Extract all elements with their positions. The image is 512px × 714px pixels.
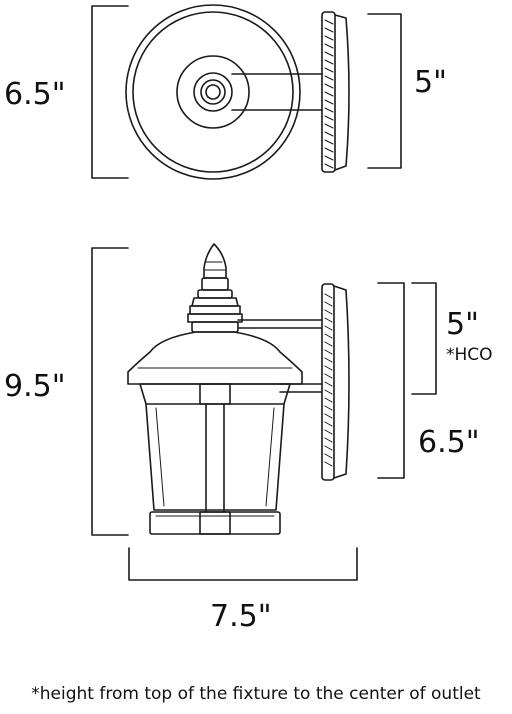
top-hub-inner [201,80,225,104]
top-view [92,5,401,179]
hco-bracket [412,283,436,394]
top-hub-outer [177,56,249,128]
finial [204,244,226,278]
top-height-bracket [92,6,128,178]
center-post [206,404,224,512]
top-outer-disc [126,5,300,179]
canopy [128,332,302,384]
width-label: 7.5" [210,599,272,634]
top-height-label: 6.5" [4,77,66,112]
side-height-bracket [92,248,128,535]
hco-label: 5" [446,307,479,342]
side-backplate-knurl [325,294,332,466]
footnote: *height from top of the fixture to the c… [31,684,481,704]
top-arm [232,74,322,110]
backplate-height-bracket [378,283,404,478]
backplate-height-label: 6.5" [418,425,480,460]
glass-housing [146,404,284,510]
top-depth-label: 5" [414,65,447,100]
side-height-label: 9.5" [4,369,66,404]
side-backplate [322,284,334,480]
base-band [150,512,280,534]
hco-note-label: *HCO [446,345,493,365]
side-view [92,244,436,580]
top-depth-bracket [368,14,401,168]
top-backplate-knurl [325,20,333,168]
top-backplate [322,12,335,172]
side-arm-lower [280,384,322,392]
top-backplate-rim [335,15,349,170]
top-hub-mid [194,73,232,111]
side-arm-upper [238,320,322,328]
top-inner-ring [133,12,293,172]
side-backplate-rim [334,286,349,478]
top-hub-core [206,85,220,99]
width-bracket [129,548,357,580]
